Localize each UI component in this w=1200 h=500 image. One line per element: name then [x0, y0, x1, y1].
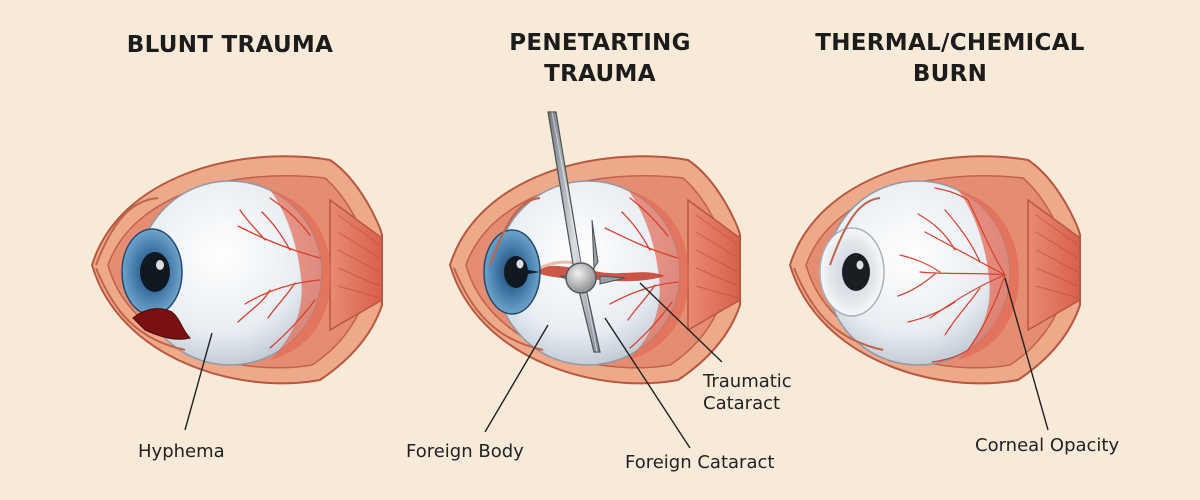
eye-blunt-trauma	[90, 155, 383, 385]
title-thermal-chemical-burn: THERMAL/CHEMICAL BURN	[790, 28, 1110, 90]
title-thermal-line-2: BURN	[912, 61, 988, 87]
label-foreign-cataract: Foreign Cataract	[625, 452, 775, 473]
leader-foreign-cataract	[604, 317, 691, 449]
leader-hyphema	[184, 332, 213, 431]
title-penetrating-line-2: TRAUMA	[544, 61, 656, 87]
eye-penetrating-trauma	[448, 111, 741, 385]
label-hyphema: Hyphema	[138, 441, 225, 462]
title-penetrating-line-1: PENETARTING	[509, 30, 691, 56]
leader-foreign-body	[484, 324, 549, 433]
leader-corneal-opacity	[1004, 277, 1049, 431]
label-corneal-opacity: Corneal Opacity	[975, 435, 1120, 456]
label-traumatic-cataract-line-1: Traumatic	[703, 371, 792, 392]
label-foreign-body: Foreign Body	[406, 441, 524, 462]
title-penetrating-trauma: PENETARTING TRAUMA	[470, 28, 730, 90]
title-blunt-trauma: BLUNT TRAUMA	[126, 32, 334, 58]
title-thermal-line-1: THERMAL/CHEMICAL	[815, 30, 1085, 56]
label-traumatic-cataract-line-2: Cataract	[703, 393, 781, 414]
leader-traumatic-cataract	[639, 282, 723, 363]
eye-thermal-chemical-burn	[788, 155, 1081, 385]
label-traumatic-cataract: Traumatic Cataract	[703, 371, 792, 415]
